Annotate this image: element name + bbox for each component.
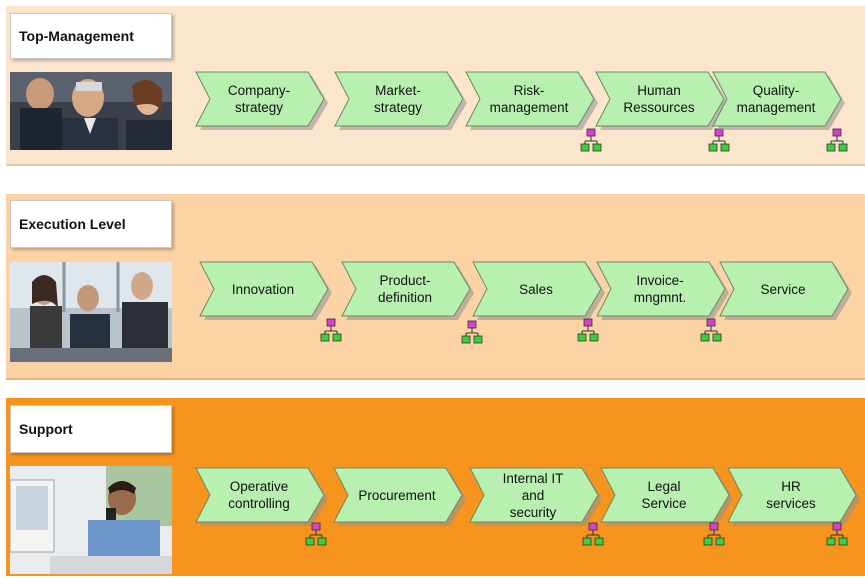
org-chart-icon: [461, 320, 483, 344]
band-label-top-management: Top-Management: [10, 13, 172, 59]
process-step-label: Procurement: [358, 487, 436, 503]
org-chart-icon: [826, 128, 848, 152]
process-step-internal-it-and-security[interactable]: Internal IT and security: [469, 467, 602, 526]
process-step-risk-management[interactable]: Risk- management: [465, 71, 598, 130]
process-step-label: Invoice- mngmnt.: [633, 273, 687, 305]
process-step-label: Innovation: [231, 281, 295, 297]
process-step-quality-management[interactable]: Quality- management: [712, 71, 845, 130]
process-step-label: Product- definition: [377, 273, 433, 305]
band-label-execution-level: Execution Level: [10, 200, 172, 248]
org-chart-icon: [305, 522, 327, 546]
process-step-label: Company- strategy: [227, 83, 291, 115]
process-step-label: Risk- management: [489, 83, 569, 115]
process-step-invoice-mngmnt[interactable]: Invoice- mngmnt.: [596, 261, 729, 320]
process-step-service[interactable]: Service: [719, 261, 852, 320]
org-chart-icon: [580, 128, 602, 152]
process-step-hr-services[interactable]: HR services: [727, 467, 860, 526]
org-chart-icon: [582, 522, 604, 546]
process-step-company-strategy[interactable]: Company- strategy: [195, 71, 328, 130]
office-team-photo: [10, 262, 172, 362]
process-step-product-definition[interactable]: Product- definition: [341, 261, 474, 320]
process-step-procurement[interactable]: Procurement: [333, 467, 466, 526]
band-label-support: Support: [10, 405, 172, 453]
org-chart-icon: [703, 522, 725, 546]
process-step-label: Quality- management: [736, 83, 816, 115]
business-meeting-photo: [10, 72, 172, 150]
phone-desk-photo: [10, 466, 172, 574]
process-step-human-ressources[interactable]: Human Ressources: [595, 71, 728, 130]
org-chart-icon: [320, 318, 342, 342]
process-step-label: Legal Service: [641, 479, 687, 511]
process-step-label: Human Ressources: [623, 83, 695, 115]
process-step-label: Internal IT and security: [502, 470, 564, 520]
org-chart-icon: [826, 522, 848, 546]
process-step-operative-controlling[interactable]: Operative controlling: [195, 467, 328, 526]
process-step-legal-service[interactable]: Legal Service: [600, 467, 733, 526]
process-step-market-strategy[interactable]: Market- strategy: [334, 71, 467, 130]
process-step-label: Operative controlling: [228, 479, 290, 511]
org-chart-icon: [700, 318, 722, 342]
org-chart-icon: [708, 128, 730, 152]
org-chart-icon: [577, 318, 599, 342]
process-step-label: Sales: [519, 281, 553, 297]
process-step-label: Market- strategy: [373, 83, 423, 115]
process-step-label: Service: [760, 281, 806, 297]
process-step-label: HR services: [766, 479, 816, 511]
process-step-innovation[interactable]: Innovation: [199, 261, 332, 320]
process-step-sales[interactable]: Sales: [472, 261, 605, 320]
